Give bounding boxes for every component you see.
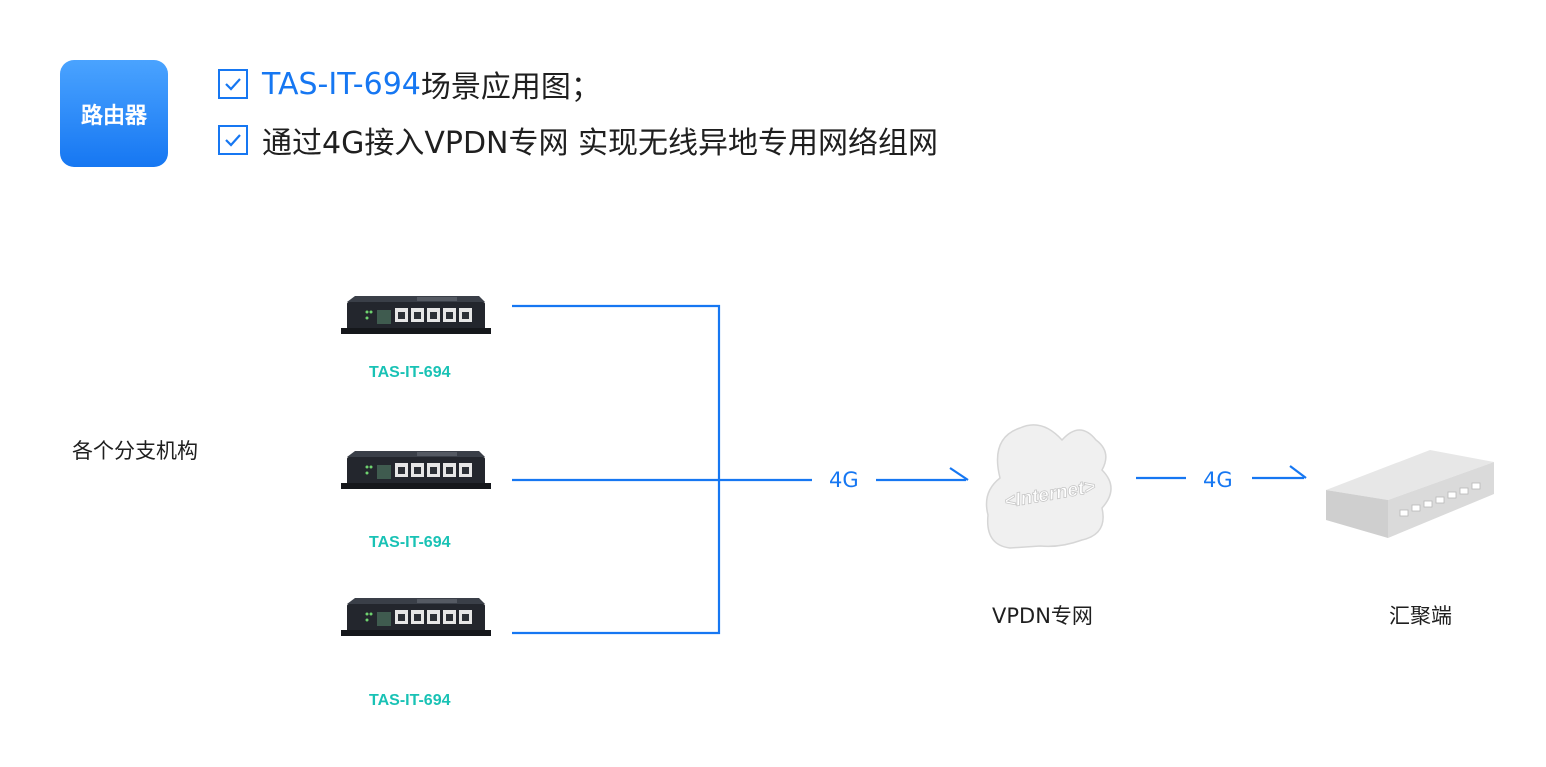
router-badge-label: 路由器	[80, 103, 147, 129]
router-device-icon	[341, 296, 491, 334]
bullet-highlight: TAS-IT-694	[262, 66, 421, 102]
router-device-icon	[341, 451, 491, 489]
connector-lines	[512, 304, 1307, 635]
hub-label: 汇聚端	[1389, 604, 1452, 628]
checkbox-icon	[218, 69, 248, 99]
bullet-item-1: TAS-IT-694 场景应用图；	[218, 62, 601, 106]
device-label: TAS-IT-694	[369, 364, 451, 381]
internet-cloud-icon: <Internet>	[985, 424, 1112, 549]
bullet-item-2: 通过4G接入VPDN专网 实现无线异地专用网络组网	[218, 118, 938, 162]
router-device-icon	[341, 598, 491, 636]
device-label: TAS-IT-694	[369, 692, 451, 709]
vpdn-label: VPDN专网	[992, 604, 1093, 628]
bullet-text: 通过4G接入VPDN专网 实现无线异地专用网络组网	[262, 126, 939, 161]
device-label: TAS-IT-694	[369, 534, 451, 551]
bullet-text: 场景应用图；	[420, 70, 601, 105]
checkbox-icon	[218, 125, 248, 155]
branch-offices-label: 各个分支机构	[72, 439, 198, 463]
hub-switch-icon	[1326, 450, 1494, 538]
link-label-4g: 4G	[1203, 468, 1233, 492]
link-label-4g: 4G	[829, 468, 859, 492]
router-badge: 路由器	[60, 60, 168, 167]
